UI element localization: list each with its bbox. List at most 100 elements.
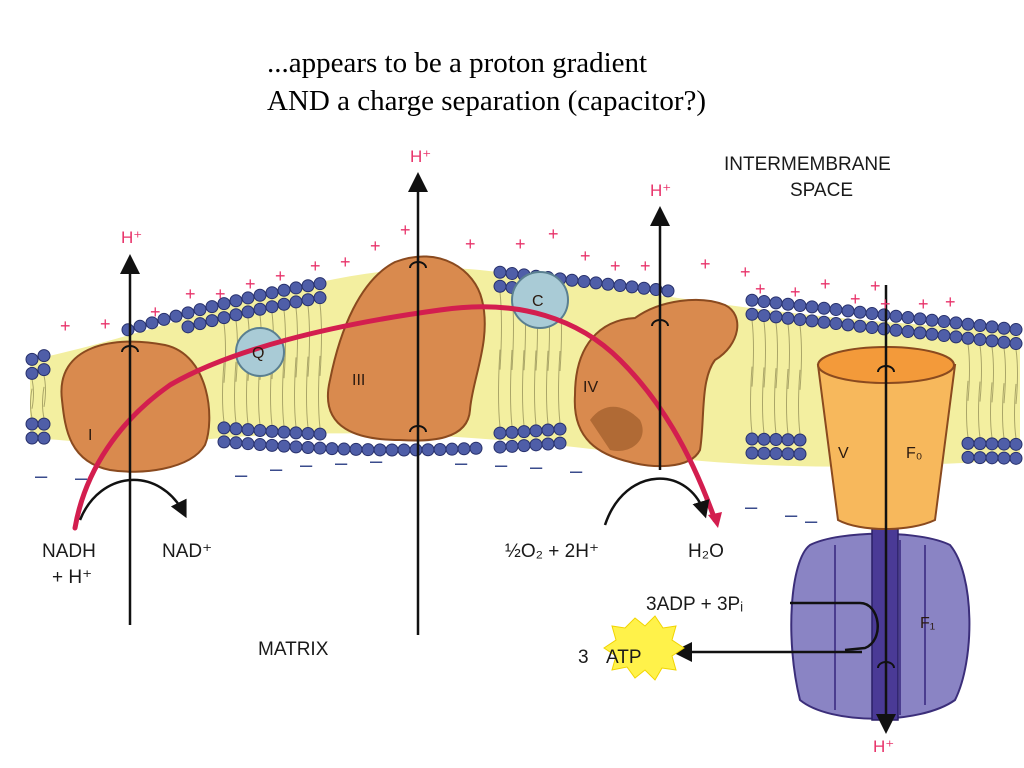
lipid-tail — [750, 320, 754, 434]
lipid-head — [493, 265, 507, 279]
lipid-head — [229, 436, 243, 450]
lipid-head — [265, 300, 279, 314]
lipid-head — [169, 309, 183, 323]
lipid-head — [121, 323, 135, 337]
f1-label: F₁ — [920, 615, 935, 632]
plus-sign: + — [790, 282, 801, 302]
lipid-head — [313, 441, 327, 455]
lipid-head — [145, 316, 159, 330]
complex-4-label: IV — [583, 379, 598, 396]
plus-sign: + — [215, 284, 226, 304]
plus-sign: + — [740, 262, 751, 282]
lipid-head — [277, 439, 291, 453]
lipid-head — [241, 423, 255, 437]
lipid-head — [181, 306, 195, 320]
plus-sign: + — [310, 256, 321, 276]
proton-label-4: H⁺ — [650, 181, 671, 200]
minus-sign: – — [570, 458, 583, 483]
nadh-reaction-arrow — [78, 478, 187, 521]
lipid-head — [949, 330, 963, 344]
oxygen-label: ½O₂ + 2H⁺ — [505, 541, 599, 562]
lipid-head — [469, 441, 483, 455]
lipid-head — [265, 286, 279, 300]
lipid-head — [409, 443, 423, 457]
lipid-head — [913, 326, 927, 340]
lipid-head — [25, 366, 39, 380]
positive-charges: +++++++++++++++++++++++++++ — [60, 220, 956, 336]
minus-sign: – — [335, 450, 348, 475]
plus-sign: + — [275, 266, 286, 286]
minus-sign: – — [35, 463, 48, 488]
lipid-tail — [990, 346, 994, 438]
lipid-tail — [774, 322, 778, 434]
minus-sign: – — [370, 448, 383, 473]
lipid-head — [529, 424, 543, 438]
lipid-head — [301, 427, 315, 441]
lipid-tail — [30, 379, 34, 419]
nad-label: NAD⁺ — [162, 541, 212, 562]
lipid-head — [37, 363, 51, 377]
lipid-head — [253, 424, 267, 438]
plus-sign: + — [755, 279, 766, 299]
lipid-head — [421, 443, 435, 457]
cytochrome-c — [511, 271, 569, 329]
lipid-head — [985, 320, 999, 334]
plus-sign: + — [700, 254, 711, 274]
lipid-head — [997, 321, 1011, 335]
lipid-head — [289, 281, 303, 295]
minus-sign: – — [805, 508, 818, 533]
lipid-head — [961, 317, 975, 331]
plus-sign: + — [610, 256, 621, 276]
adp-label: 3ADP + 3Pᵢ — [646, 594, 743, 615]
lipid-head — [817, 301, 831, 315]
lipid-head — [769, 310, 783, 324]
lipid-heads-inner — [25, 417, 1023, 465]
plus-sign: + — [945, 292, 956, 312]
nadh-label-2: + H⁺ — [52, 567, 92, 588]
lipid-head — [613, 279, 627, 293]
minus-sign: – — [75, 465, 88, 490]
lipid-head — [229, 308, 243, 322]
lipid-head — [529, 438, 543, 452]
lipid-head — [901, 311, 915, 325]
lipid-head — [277, 283, 291, 297]
lipid-head — [913, 312, 927, 326]
lipid-head — [757, 309, 771, 323]
lipid-head — [889, 323, 903, 337]
lipid-head — [997, 335, 1011, 349]
lipid-head — [829, 303, 843, 317]
caption-line-2: AND a charge separation (capacitor?) — [267, 85, 707, 117]
adp-arrow — [790, 601, 879, 652]
slide-caption: ...appears to be a proton gradient AND a… — [267, 44, 706, 120]
proton-label-1: H⁺ — [121, 228, 142, 247]
lipid-head — [349, 442, 363, 456]
lipid-head — [25, 352, 39, 366]
atp-label: ATP — [606, 647, 642, 668]
atp-burst — [603, 615, 685, 681]
lipid-head — [961, 436, 975, 450]
plus-sign: + — [870, 276, 881, 296]
plus-sign: + — [820, 274, 831, 294]
plus-sign: + — [918, 294, 929, 314]
lipid-tail — [966, 344, 970, 438]
lipid-tail — [42, 375, 46, 419]
lipid-head — [133, 319, 147, 333]
intermembrane-space-label-2: SPACE — [790, 180, 853, 201]
lipid-head — [301, 293, 315, 307]
fo-label: F₀ — [906, 445, 922, 462]
lipid-head — [793, 447, 807, 461]
lipid-head — [217, 311, 231, 325]
lipid-head — [589, 276, 603, 290]
plus-sign: + — [100, 314, 111, 334]
plus-sign: + — [850, 289, 861, 309]
lipid-head — [301, 279, 315, 293]
plus-sign: + — [880, 294, 891, 314]
electron-path — [72, 304, 718, 531]
lipid-head — [253, 438, 267, 452]
nadh-label-1: NADH — [42, 541, 96, 562]
lipid-head — [985, 451, 999, 465]
lipid-head — [925, 327, 939, 341]
lipid-head — [661, 284, 675, 298]
lipid-head — [985, 437, 999, 451]
lipid-head — [313, 427, 327, 441]
